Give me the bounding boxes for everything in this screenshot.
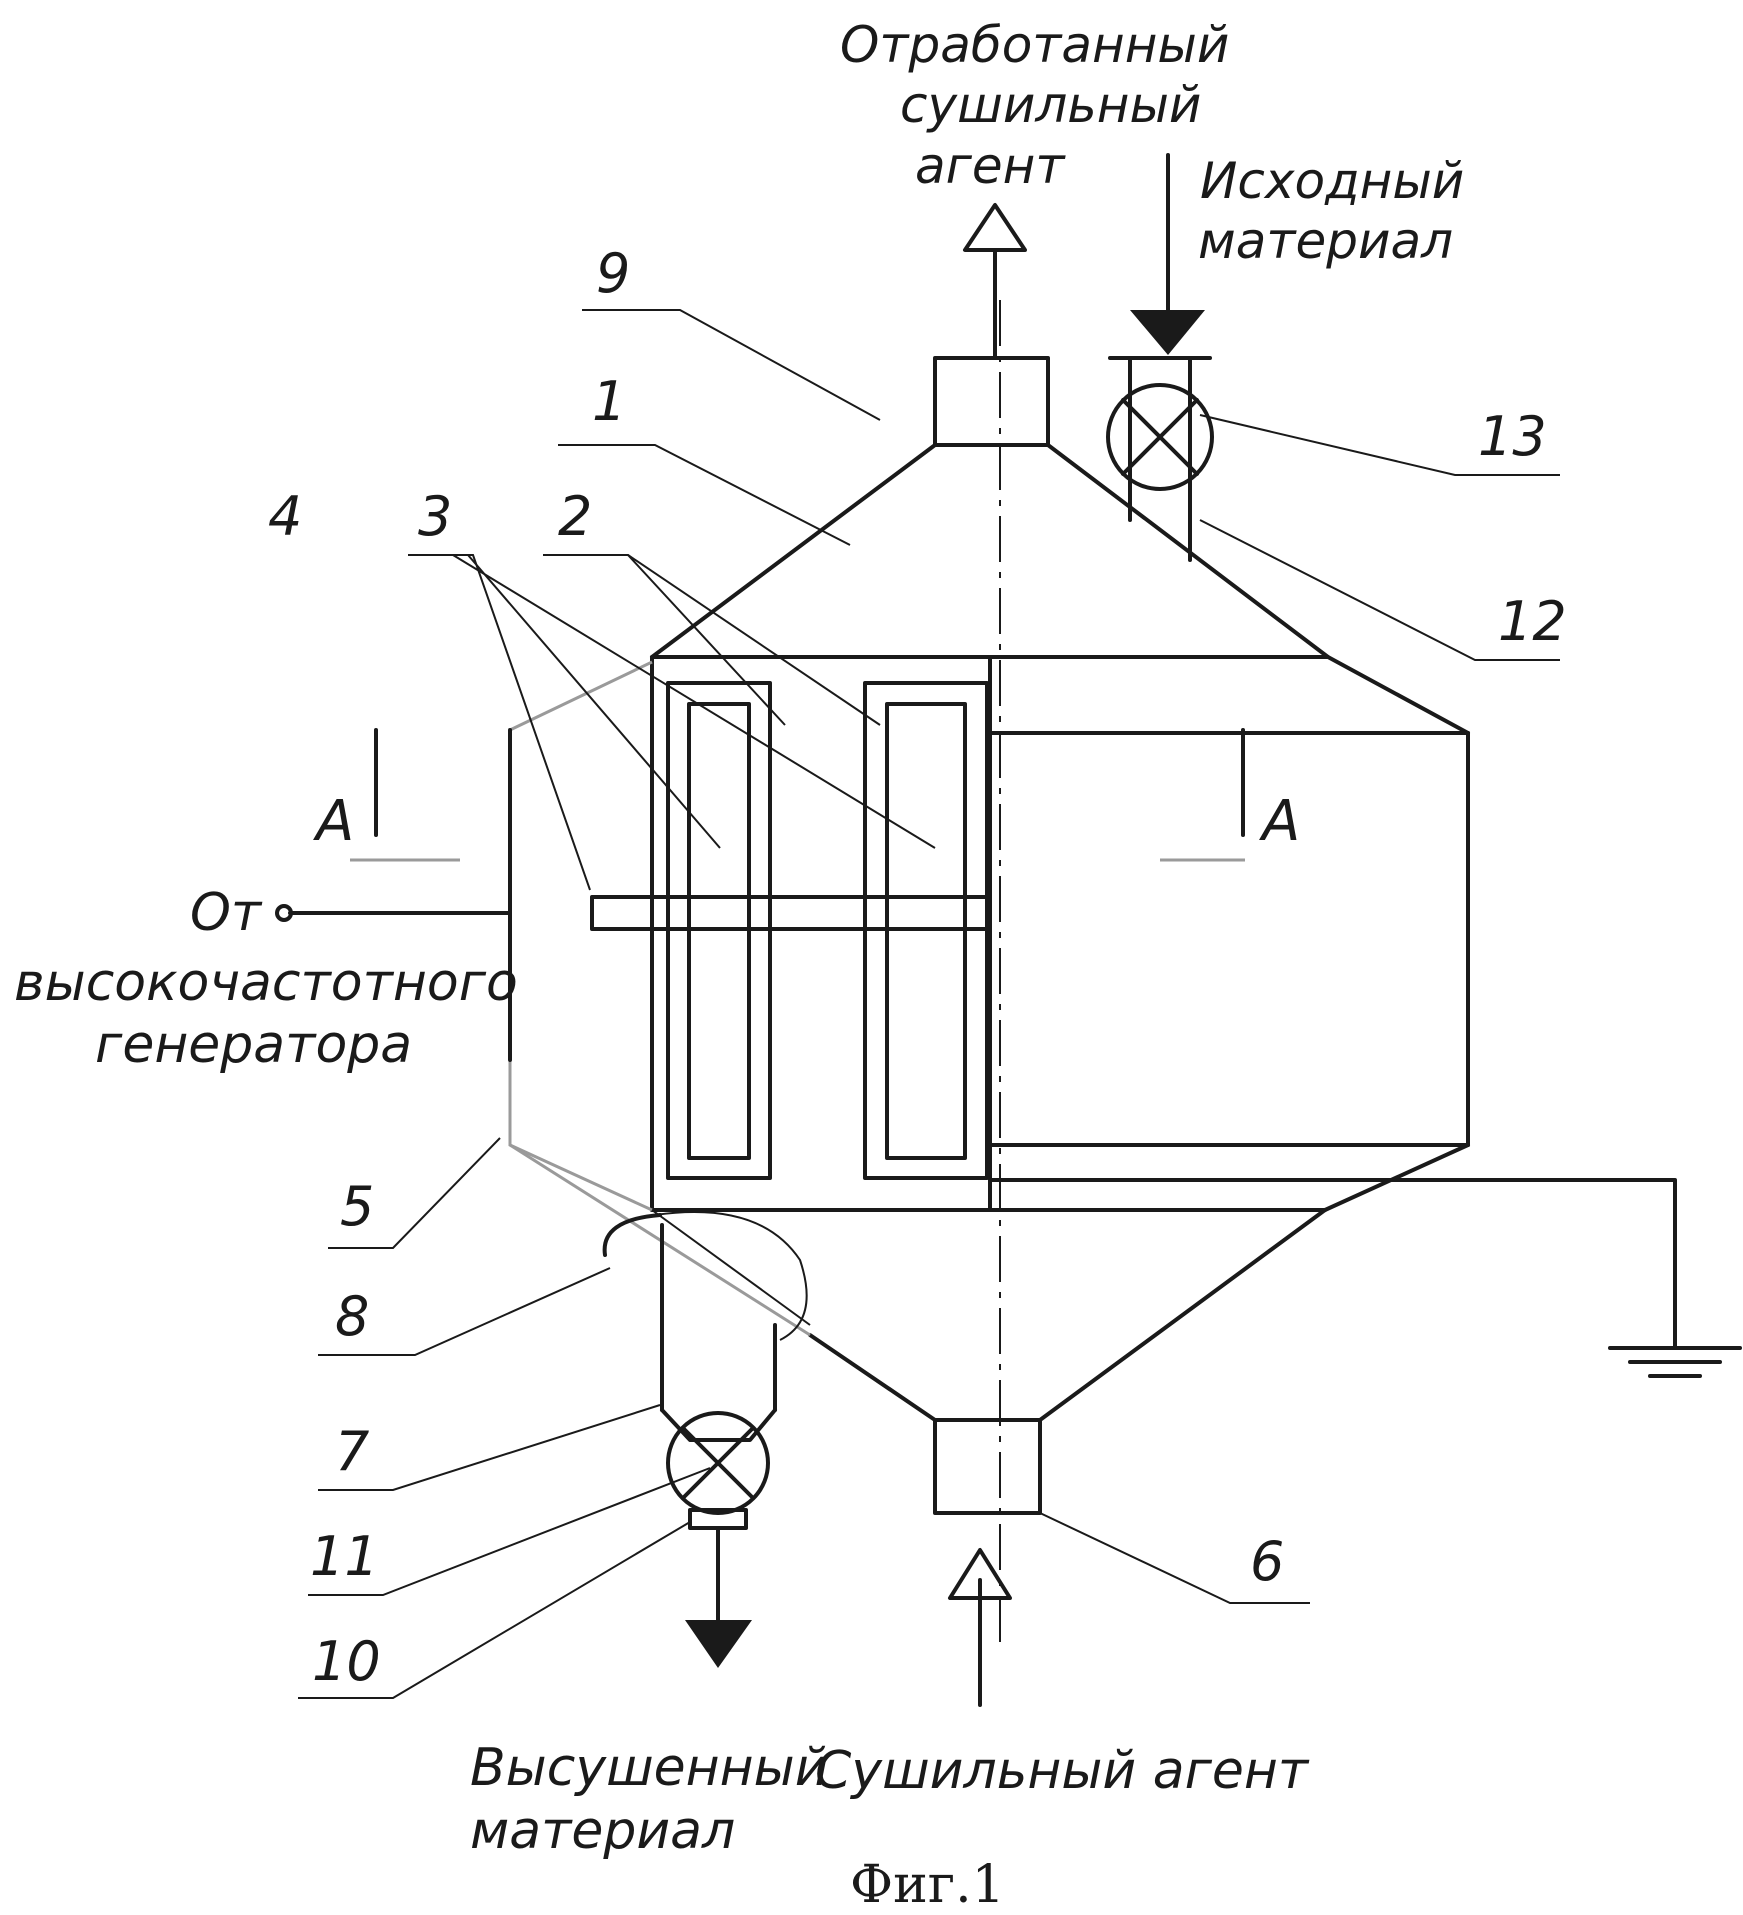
spent-agent-label-1: Отработанный [840,16,1229,74]
figure-caption: Фиг.1 [850,1855,1005,1915]
callout-7: 7 [335,1420,369,1483]
callout-1: 1 [592,370,626,433]
callout-11: 11 [310,1525,379,1588]
callout-9: 9 [596,242,630,305]
spent-agent-arrow [965,205,1025,250]
callout-3: 3 [418,485,452,548]
callout-5: 5 [340,1175,374,1238]
inlet-nozzle [935,1420,1040,1513]
section-mark-left: А [313,789,354,854]
drying-agent-label: Сушильный агент [815,1741,1310,1801]
spent-agent-label-2: сушильный [900,76,1201,134]
generator-label-2: высокочастотного [14,953,518,1013]
generator-label-3: генератора [95,1015,412,1075]
ground-wire [1415,1180,1675,1348]
feed-material-label-2: материал [1198,212,1453,270]
callout-4: 4 [268,485,302,548]
callout-10: 10 [312,1630,381,1693]
feed-material-label-1: Исходный [1200,152,1464,210]
callout-2: 2 [558,485,592,548]
bottom-cone [810,1210,1325,1420]
feed-arrow [1130,310,1205,355]
top-cone [652,445,1328,657]
section-mark-right: А [1259,789,1300,854]
callout-12: 12 [1498,590,1567,653]
dried-material-label-1: Высушенный [470,1738,829,1798]
dried-material-arrow [685,1620,752,1668]
dried-material-label-2: материал [470,1801,735,1861]
generator-label-1: От [190,883,263,943]
callout-6: 6 [1250,1530,1284,1593]
callout-13: 13 [1478,405,1547,468]
callout-8: 8 [335,1285,369,1348]
spent-agent-label-3: агент [915,137,1066,195]
exhaust-nozzle [935,358,1048,445]
